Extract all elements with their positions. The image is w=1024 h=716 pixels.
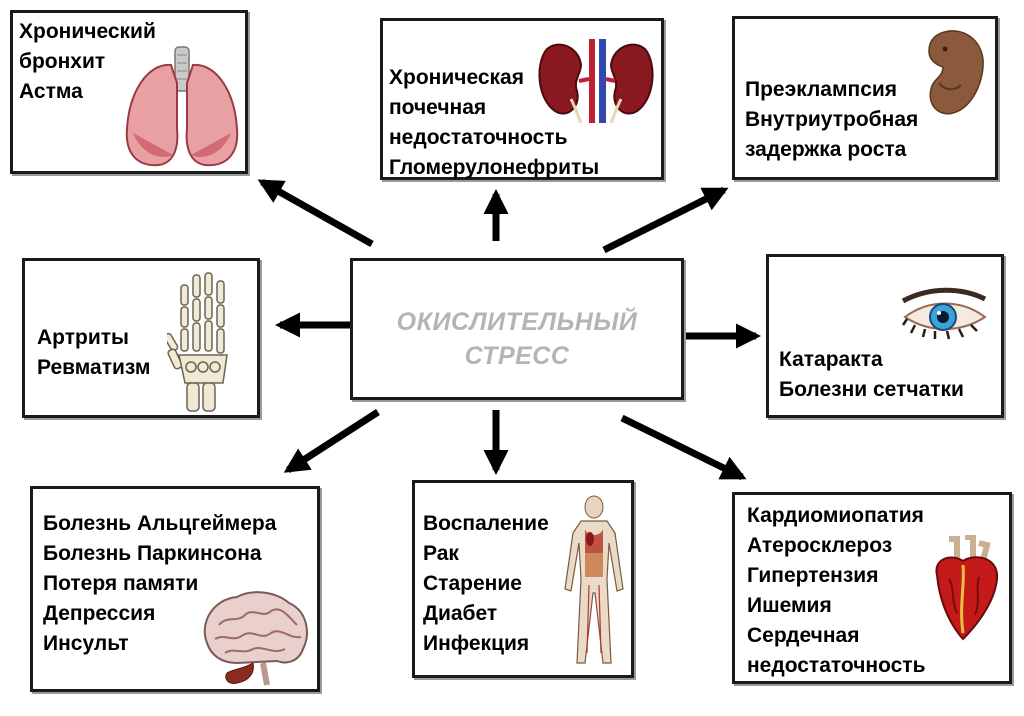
box-fetus: Преэклампсия Внутриутробная задержка рос… — [732, 16, 998, 180]
kidneys-line: Хроническая — [389, 66, 524, 89]
kidneys-icon — [538, 39, 654, 123]
arrow-to-lungs — [257, 178, 374, 248]
body-line: Диабет — [423, 602, 498, 625]
heart-line: Кардиомиопатия — [747, 504, 924, 527]
fetus-line: Внутриутробная — [745, 108, 919, 131]
brain-icon — [203, 591, 308, 686]
body-line: Старение — [423, 572, 522, 595]
kidneys-line: недостаточность — [389, 126, 568, 149]
arrow-to-heart — [620, 414, 747, 481]
joints-text: Артриты Ревматизм — [37, 323, 150, 383]
body-line: Воспаление — [423, 512, 549, 535]
heart-text: Кардиомиопатия Атеросклероз Гипертензия … — [747, 501, 926, 681]
center-title-line: ОКИСЛИТЕЛЬНЫЙ — [396, 308, 638, 336]
fetus-text: Преэклампсия Внутриутробная задержка рос… — [745, 75, 918, 165]
hand-skeleton-icon — [167, 272, 228, 412]
box-eye: Катаракта Болезни сетчатки — [766, 254, 1004, 418]
joints-line: Ревматизм — [37, 356, 151, 379]
eye-line: Болезни сетчатки — [779, 378, 964, 401]
fetus-line: Преэклампсия — [745, 78, 898, 101]
brain-line: Болезнь Альцгеймера — [43, 512, 277, 535]
brain-line: Потеря памяти — [43, 572, 199, 595]
arrow-to-fetus — [602, 186, 729, 254]
center-box-oxidative-stress: ОКИСЛИТЕЛЬНЫЙ СТРЕСС — [350, 258, 684, 400]
box-heart: Кардиомиопатия Атеросклероз Гипертензия … — [732, 492, 1012, 684]
lungs-line: бронхит — [19, 50, 106, 73]
human-body-icon — [564, 495, 624, 664]
lungs-icon — [125, 46, 239, 167]
heart-line: Атеросклероз — [747, 534, 893, 557]
fetus-line: задержка роста — [745, 138, 907, 161]
joints-line: Артриты — [37, 326, 129, 349]
box-lungs: Хронический бронхит Астма — [10, 10, 248, 174]
heart-icon — [935, 535, 999, 641]
heart-line: Ишемия — [747, 594, 832, 617]
lungs-line: Астма — [19, 80, 83, 103]
box-joints: Артриты Ревматизм — [22, 258, 260, 418]
brain-line: Инсульт — [43, 632, 129, 655]
brain-line: Болезнь Паркинсона — [43, 542, 262, 565]
center-title-line: СТРЕСС — [464, 342, 570, 370]
brain-line: Депрессия — [43, 602, 156, 625]
lungs-text: Хронический бронхит Астма — [19, 17, 156, 107]
eye-line: Катаракта — [779, 348, 883, 371]
kidneys-line: почечная — [389, 96, 487, 119]
eye-text: Катаракта Болезни сетчатки — [779, 345, 964, 405]
kidneys-text: Хроническая почечная недостаточность Гло… — [389, 63, 599, 183]
box-kidneys: Хроническая почечная недостаточность Гло… — [380, 18, 664, 180]
eye-icon — [901, 287, 987, 340]
lungs-line: Хронический — [19, 20, 156, 43]
kidneys-line: Гломерулонефриты — [389, 156, 600, 179]
body-line: Инфекция — [423, 632, 530, 655]
box-body: Воспаление Рак Старение Диабет Инфекция — [412, 480, 634, 678]
heart-line: Гипертензия — [747, 564, 879, 587]
body-line: Рак — [423, 542, 459, 565]
heart-line: недостаточность — [747, 654, 926, 677]
arrow-to-brain — [283, 409, 380, 473]
fetus-icon — [928, 30, 984, 115]
brain-text: Болезнь Альцгеймера Болезнь Паркинсона П… — [43, 509, 276, 659]
center-title: ОКИСЛИТЕЛЬНЫЙ СТРЕСС — [353, 305, 681, 373]
body-text: Воспаление Рак Старение Диабет Инфекция — [423, 509, 549, 659]
heart-line: Сердечная — [747, 624, 860, 647]
box-brain: Болезнь Альцгеймера Болезнь Паркинсона П… — [30, 486, 320, 692]
